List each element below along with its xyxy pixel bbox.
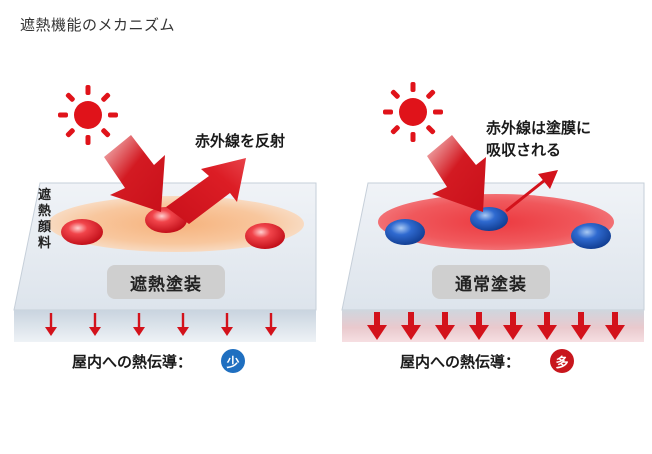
right-pigment-blue [385,219,425,245]
left-panel [13,135,317,342]
diagram-title: 遮熱機能のメカニズム [20,16,176,34]
heat-shield-coating-label: 遮熱塗装 [107,265,225,299]
absorb-label-line2: 吸収される [486,141,562,159]
right-incoming-arrow [427,135,486,212]
left-reflected-arrow [166,158,246,224]
right-sun-icon [383,82,443,142]
right-pigment-blue [571,223,611,249]
right-heat-conduction-label: 屋内への熱伝導： [400,353,521,371]
right-absorbed-ray [505,170,558,213]
right-heat-badge: 多 [550,349,574,373]
absorb-label-line1: 赤外線は塗膜に [486,119,592,137]
left-heat-conduction-label: 屋内への熱伝導： [72,353,193,371]
left-sun-icon [58,85,118,145]
right-panel [341,135,645,342]
right-heat-arrows [367,312,625,340]
reflect-label: 赤外線を反射 [195,132,286,150]
left-incoming-arrow [104,135,165,212]
left-pigment-red [245,223,285,249]
left-pigment-red [61,219,103,245]
left-panel-front [14,310,316,342]
right-panel-front [342,310,644,342]
normal-coating-label: 通常塗装 [432,265,550,299]
left-heat-arrows [45,313,277,336]
left-heat-badge: 少 [221,349,245,373]
right-pigment-blue [470,207,508,231]
pigment-label: 遮熱顔料 [38,188,52,251]
